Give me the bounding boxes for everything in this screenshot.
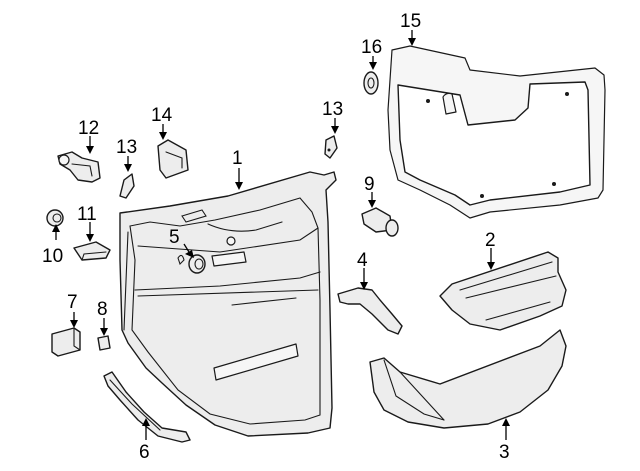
part-11-pad	[73, 241, 111, 261]
part-1-door-trim-panel	[119, 171, 337, 437]
part-12-handle-bracket	[57, 151, 101, 183]
part-10-cap	[46, 209, 64, 227]
callout-3: 3	[499, 442, 510, 463]
leader-arrows	[52, 30, 510, 440]
callout-13-right: 13	[322, 99, 343, 120]
part-8-plug	[97, 335, 111, 351]
part-9-handle	[361, 207, 399, 237]
callout-1: 1	[232, 148, 243, 169]
callout-16: 16	[361, 37, 382, 58]
callout-7: 7	[67, 292, 78, 313]
part-15-watershield	[387, 45, 606, 219]
callout-6: 6	[139, 442, 150, 463]
part-13-clip-right	[324, 135, 338, 159]
part-7-cover	[51, 327, 81, 357]
callout-15: 15	[400, 11, 421, 32]
part-4-armrest	[337, 287, 403, 335]
part-14-bracket	[157, 139, 189, 179]
callout-8: 8	[97, 299, 108, 320]
callout-10: 10	[42, 246, 63, 267]
callout-5: 5	[169, 227, 180, 248]
callout-11: 11	[77, 204, 97, 225]
part-16-grommet	[363, 71, 379, 95]
callout-2: 2	[485, 230, 496, 251]
part-6-weatherstrip	[103, 371, 191, 443]
callout-12: 12	[78, 118, 99, 139]
part-13-clip-left	[119, 173, 135, 199]
part-3-map-pocket	[369, 329, 567, 429]
callout-13-left: 13	[116, 137, 137, 158]
callout-labels: 1 2 3 4 5 6 7 8 9 10 11 12 13 13 14 15 1…	[42, 11, 510, 463]
part-5-knob	[177, 254, 206, 274]
callout-14: 14	[151, 105, 173, 126]
callout-4: 4	[357, 250, 368, 271]
part-2-armrest-base	[439, 251, 567, 331]
callout-9: 9	[364, 174, 375, 195]
